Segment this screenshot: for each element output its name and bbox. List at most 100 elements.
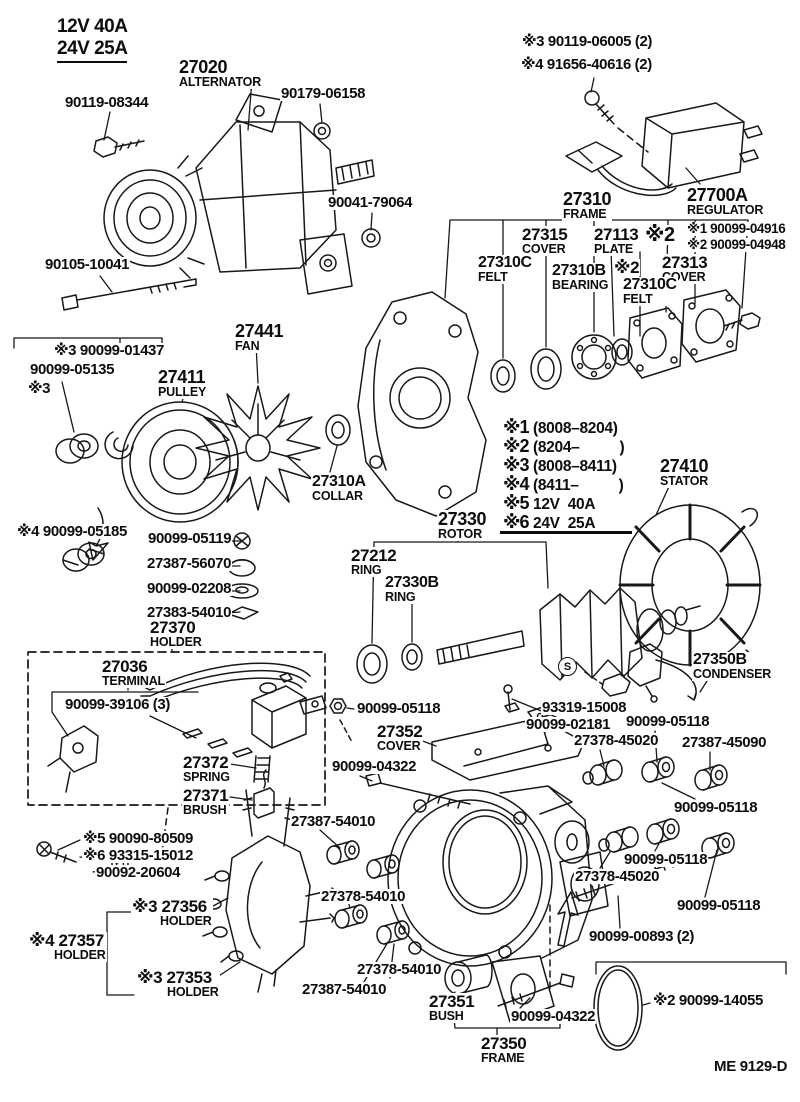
part-name: FAN <box>234 340 285 354</box>
spec-ref-mark: ※2 <box>503 436 530 456</box>
part-name: BUSH <box>428 1010 476 1024</box>
regulator-drawing <box>565 90 763 196</box>
part-number: 27113 <box>593 225 640 244</box>
part-number: 27387-56070 <box>146 555 233 572</box>
callout-grommet-90099-05118-upper: 90099-05118 <box>625 714 711 729</box>
part-name: HOLDER <box>53 948 107 963</box>
part-number: ※1 90099-04916 <box>686 221 787 236</box>
part-number: 90099-02208 <box>146 580 233 597</box>
part-number: 90099-00893 (2) <box>588 928 695 945</box>
spec-ref-value: (8204– ) <box>533 439 625 456</box>
spec-list: ※1(8008–8204)※2(8204– )※3(8008–8411)※4(8… <box>503 417 625 532</box>
part-number: ※5 90090-80509 <box>82 830 194 847</box>
part-number: ※2 <box>644 224 676 246</box>
bolt-90099-04322-lower-drawing <box>497 973 575 1008</box>
spec-ref-mark: ※4 <box>503 474 530 494</box>
callout-washer-90092-20604: 90092-20604 <box>95 865 182 880</box>
grommet-group-right-drawing <box>554 756 735 864</box>
part-number: 27378-54010 <box>356 961 443 978</box>
callout-nut-90179-06158: 90179-06158 <box>280 86 367 101</box>
callout-pins-90099-39106: 90099-39106 (3) <box>64 697 171 712</box>
part-number: 90099-05118 <box>623 851 709 868</box>
part-number: 27383-54010 <box>146 604 233 621</box>
spec-ref-value: (8008–8411) <box>533 458 617 475</box>
part-number: 90099-05135 <box>29 361 116 378</box>
part-number: 27212 <box>350 546 398 565</box>
part-number: 90099-05118 <box>673 799 759 816</box>
callout-ref-mark-2-plate: ※2 <box>644 225 676 245</box>
part-name: HOLDER <box>159 914 213 929</box>
callout-grommet-27387-54010-top: 27387-54010 <box>290 814 377 829</box>
callout-ref-mark-3-collar: ※3 <box>27 380 52 397</box>
part-name: PULLEY <box>157 385 208 400</box>
part-name: RING <box>384 591 440 605</box>
condenser-drawing <box>584 643 697 703</box>
s-mark: S <box>558 657 577 676</box>
spec-24v: 24V 25A <box>57 38 128 63</box>
pulley-drawing <box>121 401 239 523</box>
callout-screw-91656-40616: ※4 91656-40616 (2) <box>520 57 653 72</box>
spec-12v: 12V 40A <box>57 16 128 37</box>
part-number: ※2 90099-14055 <box>652 992 764 1009</box>
part-name: PLATE <box>593 243 640 257</box>
part-number: 90099-05118 <box>356 700 442 717</box>
callout-bolt-90099-04322-upper: 90099-04322 <box>331 759 418 774</box>
spec-ref-value: 24V 25A <box>533 515 596 532</box>
bearing-series-drawing <box>490 289 761 393</box>
part-number: 90099-02181 <box>525 716 612 733</box>
part-name: COVER <box>521 243 569 257</box>
terminal-box-drawing <box>27 651 327 819</box>
callout-grommet-90099-05118-right: 90099-05118 <box>673 799 759 816</box>
spec-list-row: ※2(8204– ) <box>503 436 625 456</box>
bolt-90119-08344-drawing <box>93 136 145 158</box>
part-name: BRUSH <box>182 804 230 818</box>
part-number: ※3 90099-01437 <box>53 342 165 359</box>
callout-screw-93319-15008: 93319-15008 <box>541 699 628 716</box>
part-number: 90099-05119 <box>147 530 233 547</box>
part-number: 27370 <box>149 619 203 636</box>
part-number: 93319-15008 <box>541 699 628 716</box>
part-number: 27387-54010 <box>301 981 388 998</box>
part-name: RING <box>350 564 398 578</box>
callout-grommet-27378-54010-lower: 27378-54010 <box>356 961 443 978</box>
nut-90179-06158-drawing <box>313 122 331 140</box>
callout-nut-90099-04948: ※2 90099-04948 <box>686 238 787 252</box>
rear-frame-drawing <box>387 785 609 1023</box>
spec-ref-mark: ※1 <box>503 417 530 437</box>
part-number: 27351 <box>428 992 476 1011</box>
part-number: 27441 <box>234 321 285 341</box>
part-number: 27350 <box>480 1034 528 1053</box>
part-number: 27378-45020 <box>574 868 661 885</box>
part-number: 27315 <box>521 225 569 244</box>
part-number: 90119-08344 <box>64 94 150 111</box>
part-number: 27352 <box>376 722 424 741</box>
footer-code: ME 9129-D <box>714 1058 788 1075</box>
part-number: 27020 <box>178 58 263 76</box>
part-name: TERMINAL <box>101 674 166 689</box>
callout-bolt-90119-08344: 90119-08344 <box>64 94 150 111</box>
spec-ref-mark: ※6 <box>503 512 530 532</box>
part-number: 27310C <box>477 254 533 272</box>
spec-ref-mark: ※5 <box>503 493 530 513</box>
part-number: 27410 <box>659 456 710 476</box>
part-name: SPRING <box>182 770 231 785</box>
part-number: ※3 <box>27 380 52 397</box>
callout-bolt-90099-04322-lower: 90099-04322 <box>510 1009 597 1024</box>
callout-screw-90119-06005: ※3 90119-06005 (2) <box>521 34 653 49</box>
part-number: 27387-45090 <box>681 734 768 751</box>
